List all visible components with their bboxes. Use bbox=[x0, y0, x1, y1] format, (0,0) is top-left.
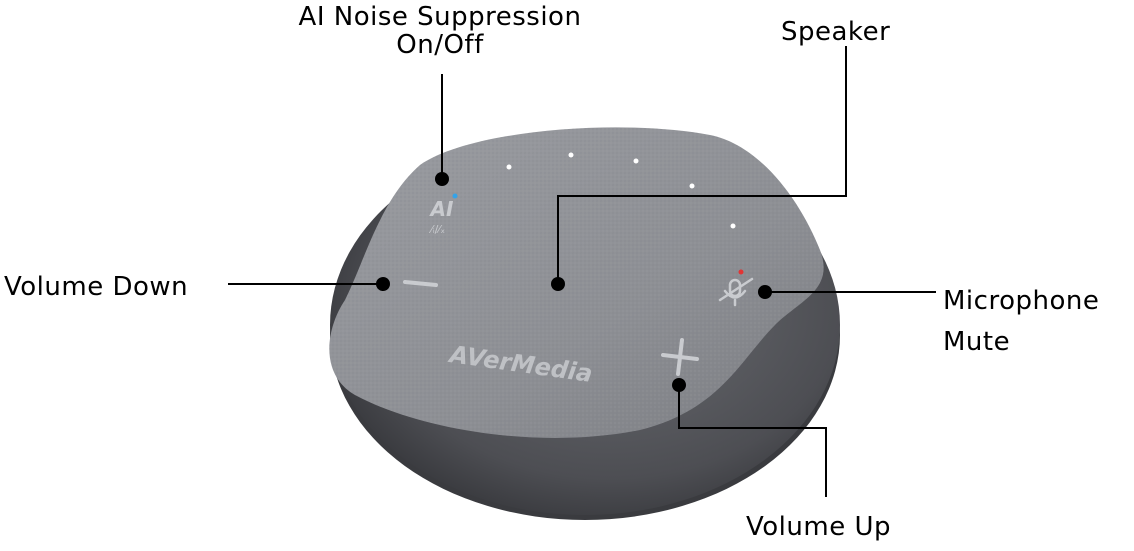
label-speaker: Speaker bbox=[781, 17, 890, 47]
callout-volume-up-line bbox=[678, 385, 827, 497]
label-ai-line-2: On/Off bbox=[396, 30, 484, 60]
callout-dot-ai bbox=[435, 172, 449, 186]
callout-dot-volume-down bbox=[376, 277, 390, 291]
label-volume-down: Volume Down bbox=[4, 272, 188, 302]
callout-lines bbox=[228, 46, 936, 497]
mic-mute-button[interactable] bbox=[718, 269, 754, 307]
volume-up-icon[interactable] bbox=[661, 338, 699, 376]
mic-muted-icon bbox=[718, 277, 754, 307]
callout-dot-speaker bbox=[551, 277, 565, 291]
callout-dots bbox=[376, 172, 772, 392]
led bbox=[689, 183, 695, 189]
led bbox=[506, 164, 512, 170]
label-volume-down-text: Volume Down bbox=[4, 272, 189, 302]
ai-indicator-light bbox=[452, 193, 458, 199]
label-speaker-text: Speaker bbox=[781, 17, 891, 47]
volume-down-icon[interactable] bbox=[403, 280, 438, 287]
label-microphone-mute: Microphone Mute bbox=[943, 281, 1099, 363]
label-volume-up-text: Volume Up bbox=[746, 512, 891, 542]
led-ring bbox=[506, 152, 736, 229]
ai-button-subtext: ⁄ᵢ/⁄ₓ bbox=[428, 223, 445, 236]
led bbox=[633, 158, 639, 164]
label-mic-line-1: Microphone bbox=[943, 286, 1100, 316]
callout-speaker-line bbox=[557, 46, 847, 284]
label-ai-line-1: AI Noise Suppression bbox=[298, 2, 582, 32]
label-mic-line-2: Mute bbox=[943, 327, 1011, 357]
callout-dot-volume-up bbox=[672, 378, 686, 392]
led bbox=[568, 152, 574, 158]
callout-dot-mic bbox=[758, 285, 772, 299]
mute-indicator-light bbox=[738, 269, 744, 275]
speakerphone-device: AI ⁄ᵢ/⁄ₓ AVerMedia bbox=[329, 127, 840, 520]
label-ai-noise-suppression: AI Noise Suppression On/Off bbox=[280, 2, 600, 60]
label-volume-up: Volume Up bbox=[746, 512, 891, 542]
led bbox=[730, 223, 736, 229]
ai-button-text: AI bbox=[429, 197, 454, 221]
device-top-fabric bbox=[329, 127, 824, 438]
ai-noise-button[interactable]: AI ⁄ᵢ/⁄ₓ bbox=[428, 193, 458, 237]
